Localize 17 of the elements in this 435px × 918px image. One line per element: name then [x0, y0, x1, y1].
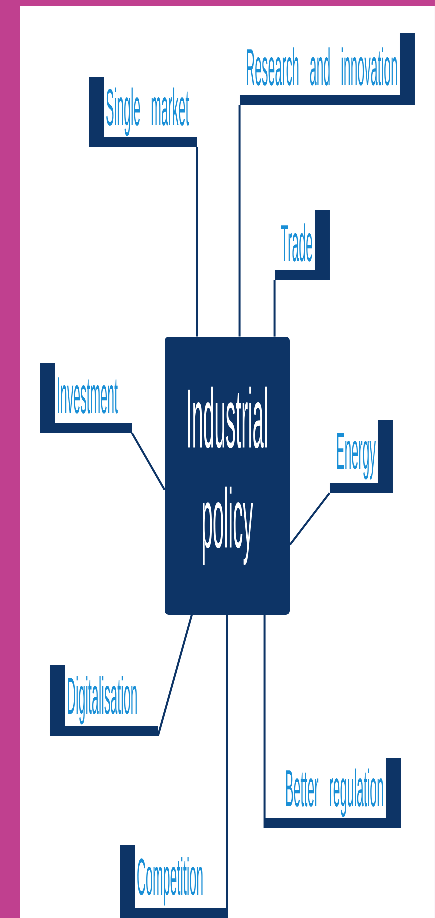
- label-bracket: Research and innovation: [240, 33, 415, 105]
- label-bracket: Investment: [40, 363, 132, 433]
- connector-line: [226, 615, 228, 918]
- label-bracket: Digitalisation: [50, 665, 158, 736]
- connector-line: [157, 614, 193, 736]
- connector-line: [264, 615, 266, 828]
- label-bracket: Single market: [89, 77, 197, 147]
- connector-line: [238, 105, 241, 337]
- connector-line: [289, 492, 331, 546]
- label-bracket: Trade: [275, 210, 330, 280]
- label-bracket: Competition: [120, 845, 227, 918]
- connector-line: [131, 432, 166, 490]
- connector-line: [274, 280, 276, 337]
- central-box: Industrial policy: [165, 337, 290, 615]
- connector-line: [196, 147, 198, 337]
- label-bracket: Better regulation: [265, 758, 401, 828]
- label-bracket: Energy: [330, 420, 393, 493]
